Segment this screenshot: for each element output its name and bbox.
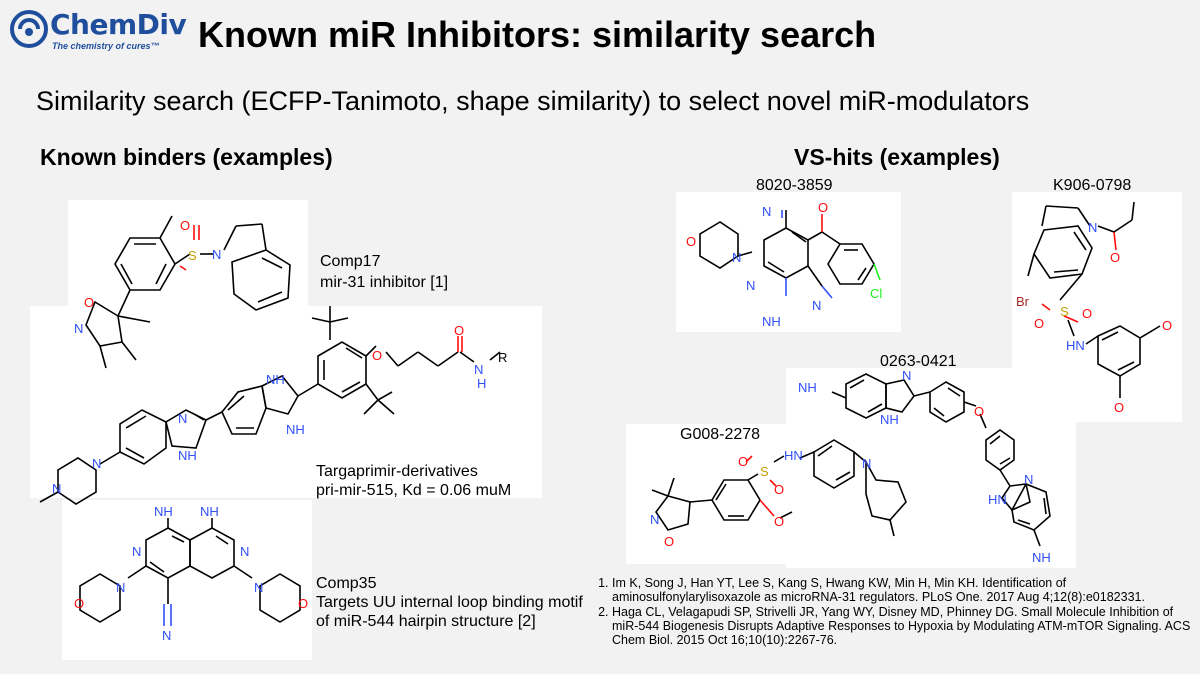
atom-o: O [818,200,828,215]
hit-k906-0798-molecule [1027,201,1161,398]
atom-s: S [1060,304,1069,319]
atom-o: O [738,454,748,469]
comp17-name: Comp17 [320,253,381,270]
hit-8020-3859-molecule [699,210,881,299]
atom-nh: NH [880,412,899,427]
logo-tagline: The chemistry of cures™ [52,41,160,51]
atom-h: H [477,376,486,391]
slide-title: Known miR Inhibitors: similarity search [198,14,877,55]
atom-nh2: NH [154,504,173,519]
atom-nh: NH [266,372,285,387]
atom-n: N [212,247,221,262]
atom-n: N [650,512,659,527]
atom-o: O [974,404,984,419]
atom-nh2: NH [1032,550,1051,565]
comp17-description: mir-31 inhibitor [1] [320,274,449,291]
atom-o: O [372,348,382,363]
chemdiv-logo: ChemDiv The chemistry of cures™ [10,8,190,52]
atom-o: O [454,323,464,338]
atom-cl: Cl [870,286,882,301]
atom-o: O [1034,316,1044,331]
comp35-name: Comp35 [316,575,377,592]
atom-nh: NH [286,422,305,437]
hit-label-g008-2278: G008-2278 [680,426,761,443]
atom-o: O [298,596,308,611]
atom-n: N [74,321,83,336]
references: Im K, Song J, Han YT, Lee S, Kang S, Hwa… [592,576,1192,648]
atom-n: N [240,544,249,559]
logo-wordmark: ChemDiv [50,8,187,41]
atom-n: N [812,298,821,313]
hit-8020-3859-panel [676,192,901,332]
atom-nh2: NH [200,504,219,519]
vs-hits-heading: VS-hits (examples) [794,144,1000,170]
targaprimir-description: pri-mir-515, Kd = 0.06 muM [316,482,512,499]
comp35-description: Targets UU internal loop binding motif o… [316,594,583,630]
atom-n: N [132,544,141,559]
atom-hn: HN [988,492,1007,507]
atom-nh: NH [178,448,197,463]
atom-s: S [188,248,197,263]
atom-s: S [760,464,769,479]
atom-n: N [1024,472,1033,487]
reference-item: Haga CL, Velagapudi SP, Strivelli JR, Ya… [612,605,1192,647]
reference-item: Im K, Song J, Han YT, Lee S, Kang S, Hwa… [612,576,1192,604]
atom-o: O [1162,318,1172,333]
atom-o: O [686,234,696,249]
atom-o: O [1114,400,1124,415]
hit-label-8020-3859: 8020-3859 [756,177,833,194]
hit-g008-2278-panel [626,424,926,564]
hit-0263-0421-molecule [831,373,1051,547]
atom-n: N [178,411,187,426]
targaprimir-molecule [39,306,501,505]
atom-br: Br [1016,294,1030,309]
atom-labels: S O N O N O O N H R NH NH N NH N N NH NH… [52,200,1172,643]
atom-n: N [92,456,101,471]
slide-subtitle: Similarity search (ECFP-Tanimoto, shape … [36,86,1030,116]
atom-n: N [474,362,483,377]
atom-o: O [74,596,84,611]
known-binders-heading: Known binders (examples) [40,144,333,170]
atom-n: N [116,580,125,595]
atom-nh2: NH [762,314,781,329]
atom-hn: HN [1066,338,1085,353]
comp17-molecule [85,215,291,369]
atom-n: N [902,368,911,383]
atom-o: O [774,514,784,529]
hit-label-0263-0421: 0263-0421 [880,353,957,370]
atom-r: R [498,350,507,365]
atom-o: O [84,295,94,310]
atom-n: N [762,204,771,219]
hit-label-k906-0798: K906-0798 [1053,177,1132,194]
atom-n: N [862,456,871,471]
hit-g008-2278-molecule [651,439,907,537]
comp35-molecule [79,518,301,626]
atom-o: O [180,218,190,233]
atom-n: N [254,580,263,595]
targaprimir-structure-panel [30,306,542,498]
atom-o: O [1110,250,1120,265]
atom-n: N [1088,220,1097,235]
atom-n: N [746,278,755,293]
atom-o: O [774,482,784,497]
atom-n: N [52,481,61,496]
atom-hn: HN [784,448,803,463]
atom-n: N [732,250,741,265]
atom-n: N [162,628,171,643]
targaprimir-name: Targaprimir-derivatives [316,463,478,480]
atom-o: O [664,534,674,549]
atom-nh2: NH [798,380,817,395]
chemdiv-logo-icon [10,10,48,48]
atom-o: O [1082,306,1092,321]
